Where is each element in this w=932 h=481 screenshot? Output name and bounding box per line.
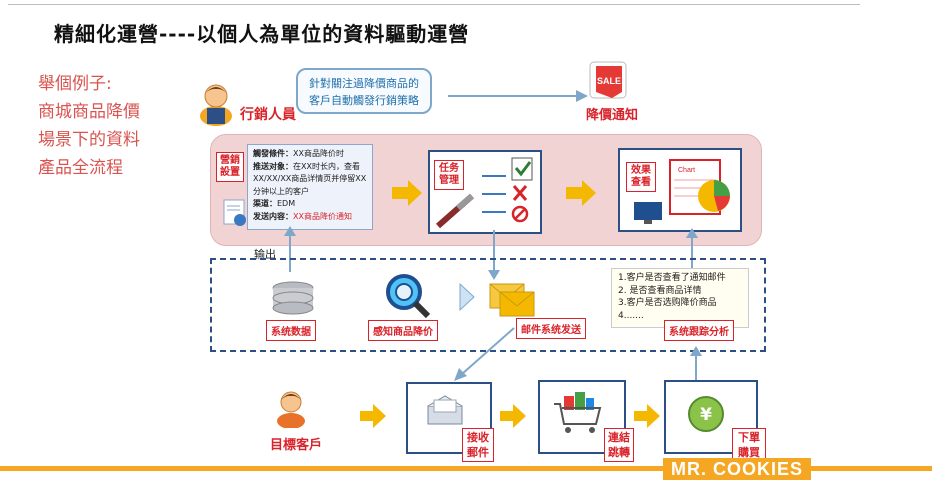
open-envelope-icon — [427, 395, 463, 425]
tag-line: 查看 — [631, 177, 651, 188]
setup-row: 觸發條件：XX商品降价时 — [253, 149, 344, 158]
tracking-analysis-label: 系统跟踪分析 — [664, 320, 734, 341]
side-note-line: 商城商品降價 — [38, 102, 140, 122]
database-icon — [272, 281, 314, 315]
tracking-item: 2. 是否查看商品详情 — [618, 285, 702, 296]
marketing-setup-tag: 營銷 設置 — [216, 152, 244, 182]
arrow-to-price-notice — [448, 90, 588, 102]
yen-coin-icon: ¥ — [688, 396, 724, 432]
chart-word: Chart — [678, 167, 695, 174]
task-management-tag: 任务 管理 — [434, 160, 464, 190]
tag-line: 效果 — [631, 165, 651, 176]
pie-chart-report-icon: Chart — [634, 159, 730, 224]
tracking-checklist: 1.客户是否查看了通知邮件 2. 是否查看商品详情 3.客户是否选购降价商品 4… — [611, 268, 749, 328]
side-note-line: 產品全流程 — [38, 158, 123, 178]
flow-arrow — [566, 180, 596, 206]
side-note-line: 舉個例子: — [38, 74, 112, 94]
effect-view-tag: 效果 查看 — [626, 162, 656, 192]
tag-line: 郵件 — [467, 446, 489, 459]
mail-system-send-label: 邮件系统发送 — [516, 318, 586, 339]
triangle-arrow — [459, 282, 475, 312]
price-notice-label: 降價通知 — [586, 108, 639, 123]
top-divider — [8, 4, 860, 5]
envelopes-icon — [489, 283, 535, 317]
tag-line: 設置 — [220, 167, 240, 178]
flow-arrow — [392, 180, 422, 206]
link-jump-tag: 連結 跳轉 — [604, 428, 634, 462]
tracking-item: 1.客户是否查看了通知邮件 — [618, 273, 726, 283]
tag-line: 接收 — [467, 431, 489, 444]
tag-line: 下單 — [738, 431, 760, 444]
bubble-line: 針對關注過降價商品的 — [309, 77, 419, 90]
setup-row: 发送内容：XX商品降价通知 — [253, 211, 352, 221]
shopping-cart-icon — [554, 392, 602, 433]
bottom-accent-bar — [0, 466, 932, 471]
task-checklist-icon — [436, 157, 533, 229]
brand-logo: MR. COOKIES — [663, 458, 812, 480]
sense-price-drop-label: 感知商品降价 — [368, 320, 438, 341]
magnifier-icon — [386, 274, 431, 318]
sale-tag-icon: SALE — [589, 61, 627, 99]
document-gear-icon — [223, 199, 246, 226]
output-label: 输出 — [254, 248, 276, 261]
tag-line: 跳轉 — [608, 446, 630, 459]
order-purchase-tag: 下單 購買 — [732, 428, 766, 462]
sale-badge-text: SALE — [597, 76, 621, 86]
tag-line: 連結 — [608, 431, 630, 444]
side-note: 舉個例子: 商城商品降價 場景下的資料 產品全流程 — [38, 70, 188, 182]
tracking-item: 4....... — [618, 310, 644, 321]
customer-person-icon — [277, 391, 305, 428]
trigger-bubble: 針對關注過降價商品的 客戶自動觸發行銷策略 — [296, 68, 432, 114]
side-note-line: 場景下的資料 — [38, 130, 140, 150]
bubble-line: 客戶自動觸發行銷策略 — [309, 94, 419, 107]
flow-arrow — [634, 404, 660, 428]
receive-mail-tag: 接收 郵件 — [462, 428, 494, 462]
flow-arrow — [500, 404, 526, 428]
setup-row: 渠道：EDM — [253, 199, 296, 208]
tag-line: 管理 — [439, 175, 459, 186]
arrow-down-to-mail — [488, 230, 500, 280]
page-title: 精細化運營----以個人為單位的資料驅動運營 — [54, 22, 470, 46]
marketer-label: 行銷人員 — [240, 107, 296, 123]
setup-row: 推送对象：在XX时长内，查看XX/XX/XX商品详情页并停留XX分钟以上的客户 — [253, 161, 367, 196]
arrow-mail-to-receive — [454, 327, 515, 381]
marketing-setup-card: 觸發條件：XX商品降价时 推送对象：在XX时长内，查看XX/XX/XX商品详情页… — [247, 144, 373, 230]
system-data-label: 系统数据 — [266, 320, 316, 341]
target-customer-label: 目標客戶 — [270, 438, 323, 453]
marketer-person-icon — [200, 84, 232, 126]
arrow-up-to-setup — [284, 226, 296, 272]
yen-symbol: ¥ — [700, 405, 712, 425]
arrow-up-to-effect — [686, 228, 698, 272]
tag-line: 營銷 — [220, 155, 240, 166]
flow-arrow — [360, 404, 386, 428]
tag-line: 購買 — [738, 446, 760, 459]
tag-line: 任务 — [439, 163, 459, 174]
tracking-item: 3.客户是否选购降价商品 — [618, 298, 717, 308]
